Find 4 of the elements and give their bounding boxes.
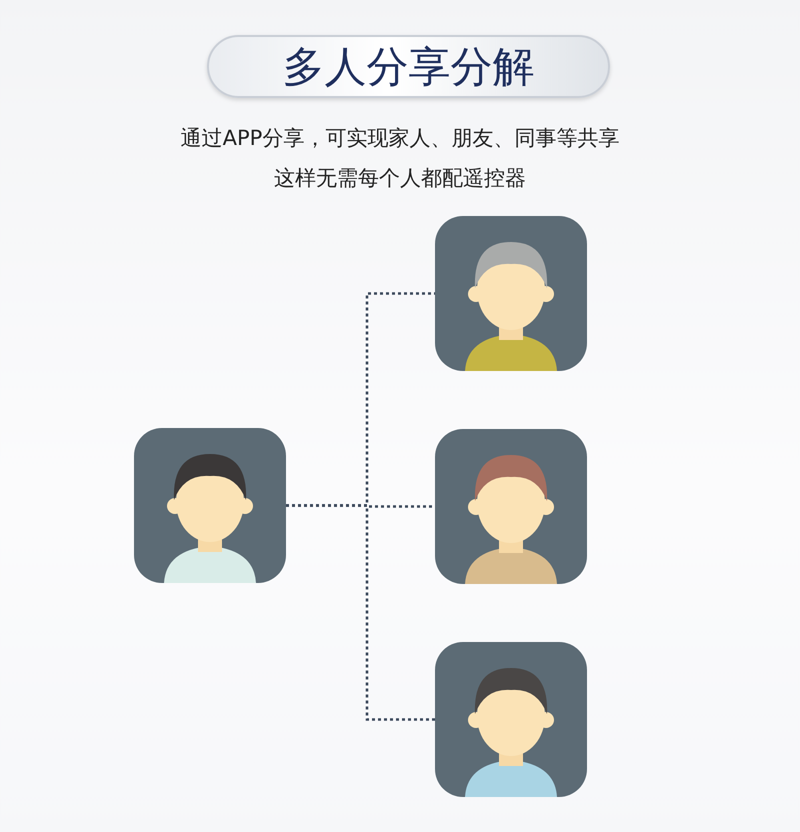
- subtitle-text: 这样无需每个人都配遥控器: [273, 165, 527, 192]
- connector-line: [286, 504, 435, 721]
- title: 多人分享分解: [207, 35, 610, 98]
- subtitle-text: 通过APP分享，可实现家人、朋友、同事等共享: [180, 125, 620, 152]
